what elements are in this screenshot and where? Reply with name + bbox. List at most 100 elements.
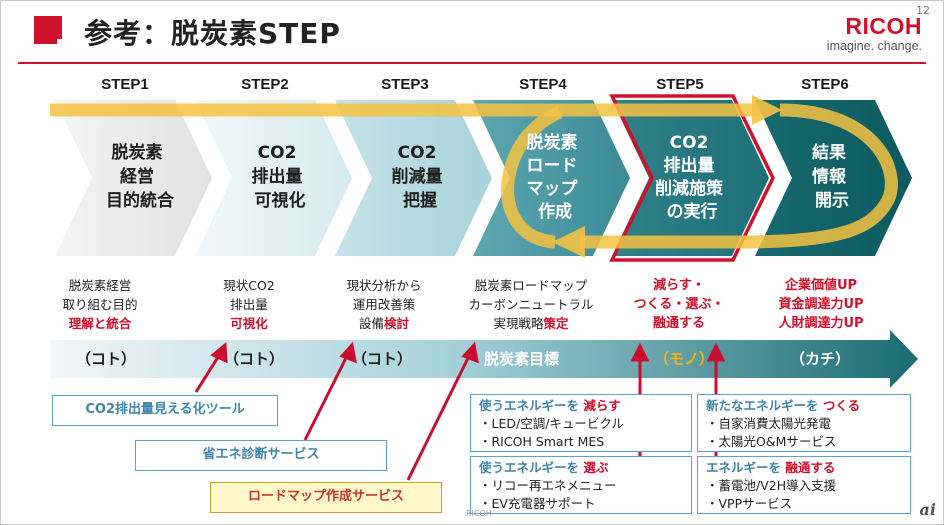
d5-line-1: 減らす・ <box>653 278 705 293</box>
band-label-goal: 脱炭素目標 <box>484 350 560 368</box>
d3-line-3: 設備検討 <box>309 314 459 333</box>
tool-energy-diagnosis: 省エネ診断サービス <box>135 440 387 471</box>
step5-text: CO2 排出量 削減施策 の実行 <box>655 133 729 222</box>
step3-line-3: 把握 <box>403 190 437 211</box>
step6-text: 結果 情報 開示 <box>812 142 852 211</box>
step-label-1: STEP1 <box>101 76 149 93</box>
page-title: 参考：脱炭素STEP <box>84 17 341 50</box>
step5-description: 減らす・ つくる・選ぶ・ 融通する <box>604 276 754 333</box>
logo-wordmark: RICOH <box>845 13 922 39</box>
step2-line-3: 可視化 <box>255 190 306 211</box>
step2-text: CO2 排出量 可視化 <box>252 143 309 211</box>
arrow-tool1-to-step2 <box>194 353 222 393</box>
create-item-2: ・太陽光O&Mサービス <box>706 434 837 449</box>
logo-tagline: imagine. change. <box>826 39 922 53</box>
d2-line-1: 現状CO2 <box>223 278 275 293</box>
step1-line-2: 経営 <box>120 166 154 187</box>
share-item-2: ・VPPサービス <box>706 496 793 511</box>
create-head-text: 新たなエネルギーを <box>706 398 819 413</box>
top-yellow-arrowhead-icon <box>752 95 782 125</box>
choose-item-2: ・EV充電器サポート <box>479 496 596 511</box>
choose-head-text: 使うエネルギーを <box>479 460 580 475</box>
arrow-create-head-icon <box>706 342 726 362</box>
d3-line-1: 現状分析から <box>346 278 422 293</box>
step5-line-3: 削減施策 <box>655 178 724 199</box>
d1-line-3: 理解と統合 <box>68 316 132 331</box>
page-number: 12 <box>916 4 930 17</box>
step6-description: 企業価値UP 資金調達力UP 人財調達力UP <box>746 276 896 333</box>
progress-band-arrow <box>50 330 918 388</box>
reduce-item-1: ・LED/空調/キュービクル <box>479 416 625 431</box>
arrow-tool3-to-step4 <box>406 353 472 481</box>
step1-line-3: 目的統合 <box>106 190 175 211</box>
band-label-kachi: （カチ） <box>790 350 851 368</box>
step5-line-1: CO2 <box>670 133 709 153</box>
step4-description: 脱炭素ロードマップ カーボンニュートラル 実現戦略策定 <box>451 276 611 333</box>
choose-item-1: ・リコー再エネメニュー <box>479 478 617 493</box>
d6-line-1: 企業価値UP <box>784 278 858 293</box>
energy-box-choose: 使うエネルギーを 選ぶ ・リコー再エネメニュー ・EV充電器サポート <box>470 456 692 514</box>
step4-line-4: 作成 <box>538 201 572 222</box>
step6-line-2: 情報 <box>812 166 847 187</box>
d1-line-1: 脱炭素経営 <box>68 278 132 293</box>
ai-badge-icon: ai <box>919 500 936 519</box>
step-label-5: STEP5 <box>656 76 704 93</box>
step3-text: CO2 削減量 把握 <box>392 143 449 211</box>
d4-line-3b: 策定 <box>543 316 569 331</box>
title-divider <box>18 62 926 64</box>
d1-line-2: 取り組む目的 <box>62 297 138 312</box>
step1-chevron <box>55 100 212 256</box>
step5-line-4: の実行 <box>667 201 718 222</box>
create-item-1: ・自家消費太陽光発電 <box>706 416 832 431</box>
step5-chevron <box>612 100 769 256</box>
arrow-tool2-head-icon <box>339 341 357 364</box>
band-label-koto-2: （コト） <box>224 350 285 368</box>
yellow-loop-left <box>501 106 563 249</box>
energy-box-create: 新たなエネルギーを つくる ・自家消費太陽光発電 ・太陽光O&Mサービス <box>697 394 911 452</box>
choose-verb: 選ぶ <box>583 460 609 475</box>
arrow-tool2-to-step3 <box>303 353 350 441</box>
share-head-text: エネルギーを <box>706 460 782 475</box>
bottom-yellow-arrowhead-icon <box>552 226 585 258</box>
footer-mark: RICOH <box>466 509 492 518</box>
d4-line-1: 脱炭素ロードマップ <box>474 278 588 293</box>
title-square-icon <box>34 16 66 48</box>
energy-box-reduce: 使うエネルギーを 減らす ・LED/空調/キュービクル ・RICOH Smart… <box>470 394 692 452</box>
step3-description: 現状分析から 運用改善策 設備検討 <box>309 276 459 333</box>
arrow-tool3-head-icon <box>461 341 479 364</box>
share-verb: 融通する <box>785 460 836 475</box>
step1-description: 脱炭素経営 取り組む目的 理解と統合 <box>25 276 175 333</box>
band-label-mono: （モノ） <box>654 350 715 368</box>
step4-line-3: マップ <box>527 178 579 199</box>
share-head: エネルギーを 融通する <box>706 459 902 477</box>
create-head: 新たなエネルギーを つくる <box>706 397 902 415</box>
band-label-koto-1: （コト） <box>76 350 137 368</box>
tool-co2-visualization: CO2排出量見える化ツール <box>52 395 278 426</box>
step-label-6: STEP6 <box>801 76 849 93</box>
reduce-head-text: 使うエネルギーを <box>479 398 580 413</box>
band-label-koto-3: （コト） <box>352 350 413 368</box>
step-label-2: STEP2 <box>241 76 289 93</box>
d3-line-2: 運用改善策 <box>352 297 416 312</box>
choose-head: 使うエネルギーを 選ぶ <box>479 459 683 477</box>
reduce-item-2: ・RICOH Smart MES <box>479 434 605 449</box>
step5-highlight-outline <box>609 94 775 262</box>
d4-line-3: 実現戦略策定 <box>451 314 611 333</box>
step1-text: 脱炭素 経営 目的統合 <box>106 142 175 211</box>
step3-line-2: 削減量 <box>392 166 443 187</box>
d5-line-2: つくる・選ぶ・ <box>633 297 725 312</box>
step3-line-1: CO2 <box>398 143 437 163</box>
energy-box-share: エネルギーを 融通する ・蓄電池/V2H導入支援 ・VPPサービス <box>697 456 911 514</box>
d4-line-2: カーボンニュートラル <box>468 297 594 312</box>
step2-chevron <box>195 100 352 256</box>
d2-line-2: 排出量 <box>230 297 268 312</box>
d2-line-3: 可視化 <box>230 316 268 331</box>
step5-line-2: 排出量 <box>664 155 715 176</box>
ricoh-logo: RICOH imagine. change. <box>827 14 922 54</box>
d6-line-2: 資金調達力UP <box>778 297 864 312</box>
step6-line-1: 結果 <box>812 142 846 163</box>
step2-description: 現状CO2 排出量 可視化 <box>174 276 324 333</box>
tool-roadmap-service: ロードマップ作成サービス <box>210 482 442 513</box>
arrow-tool1-head-icon <box>210 341 228 364</box>
